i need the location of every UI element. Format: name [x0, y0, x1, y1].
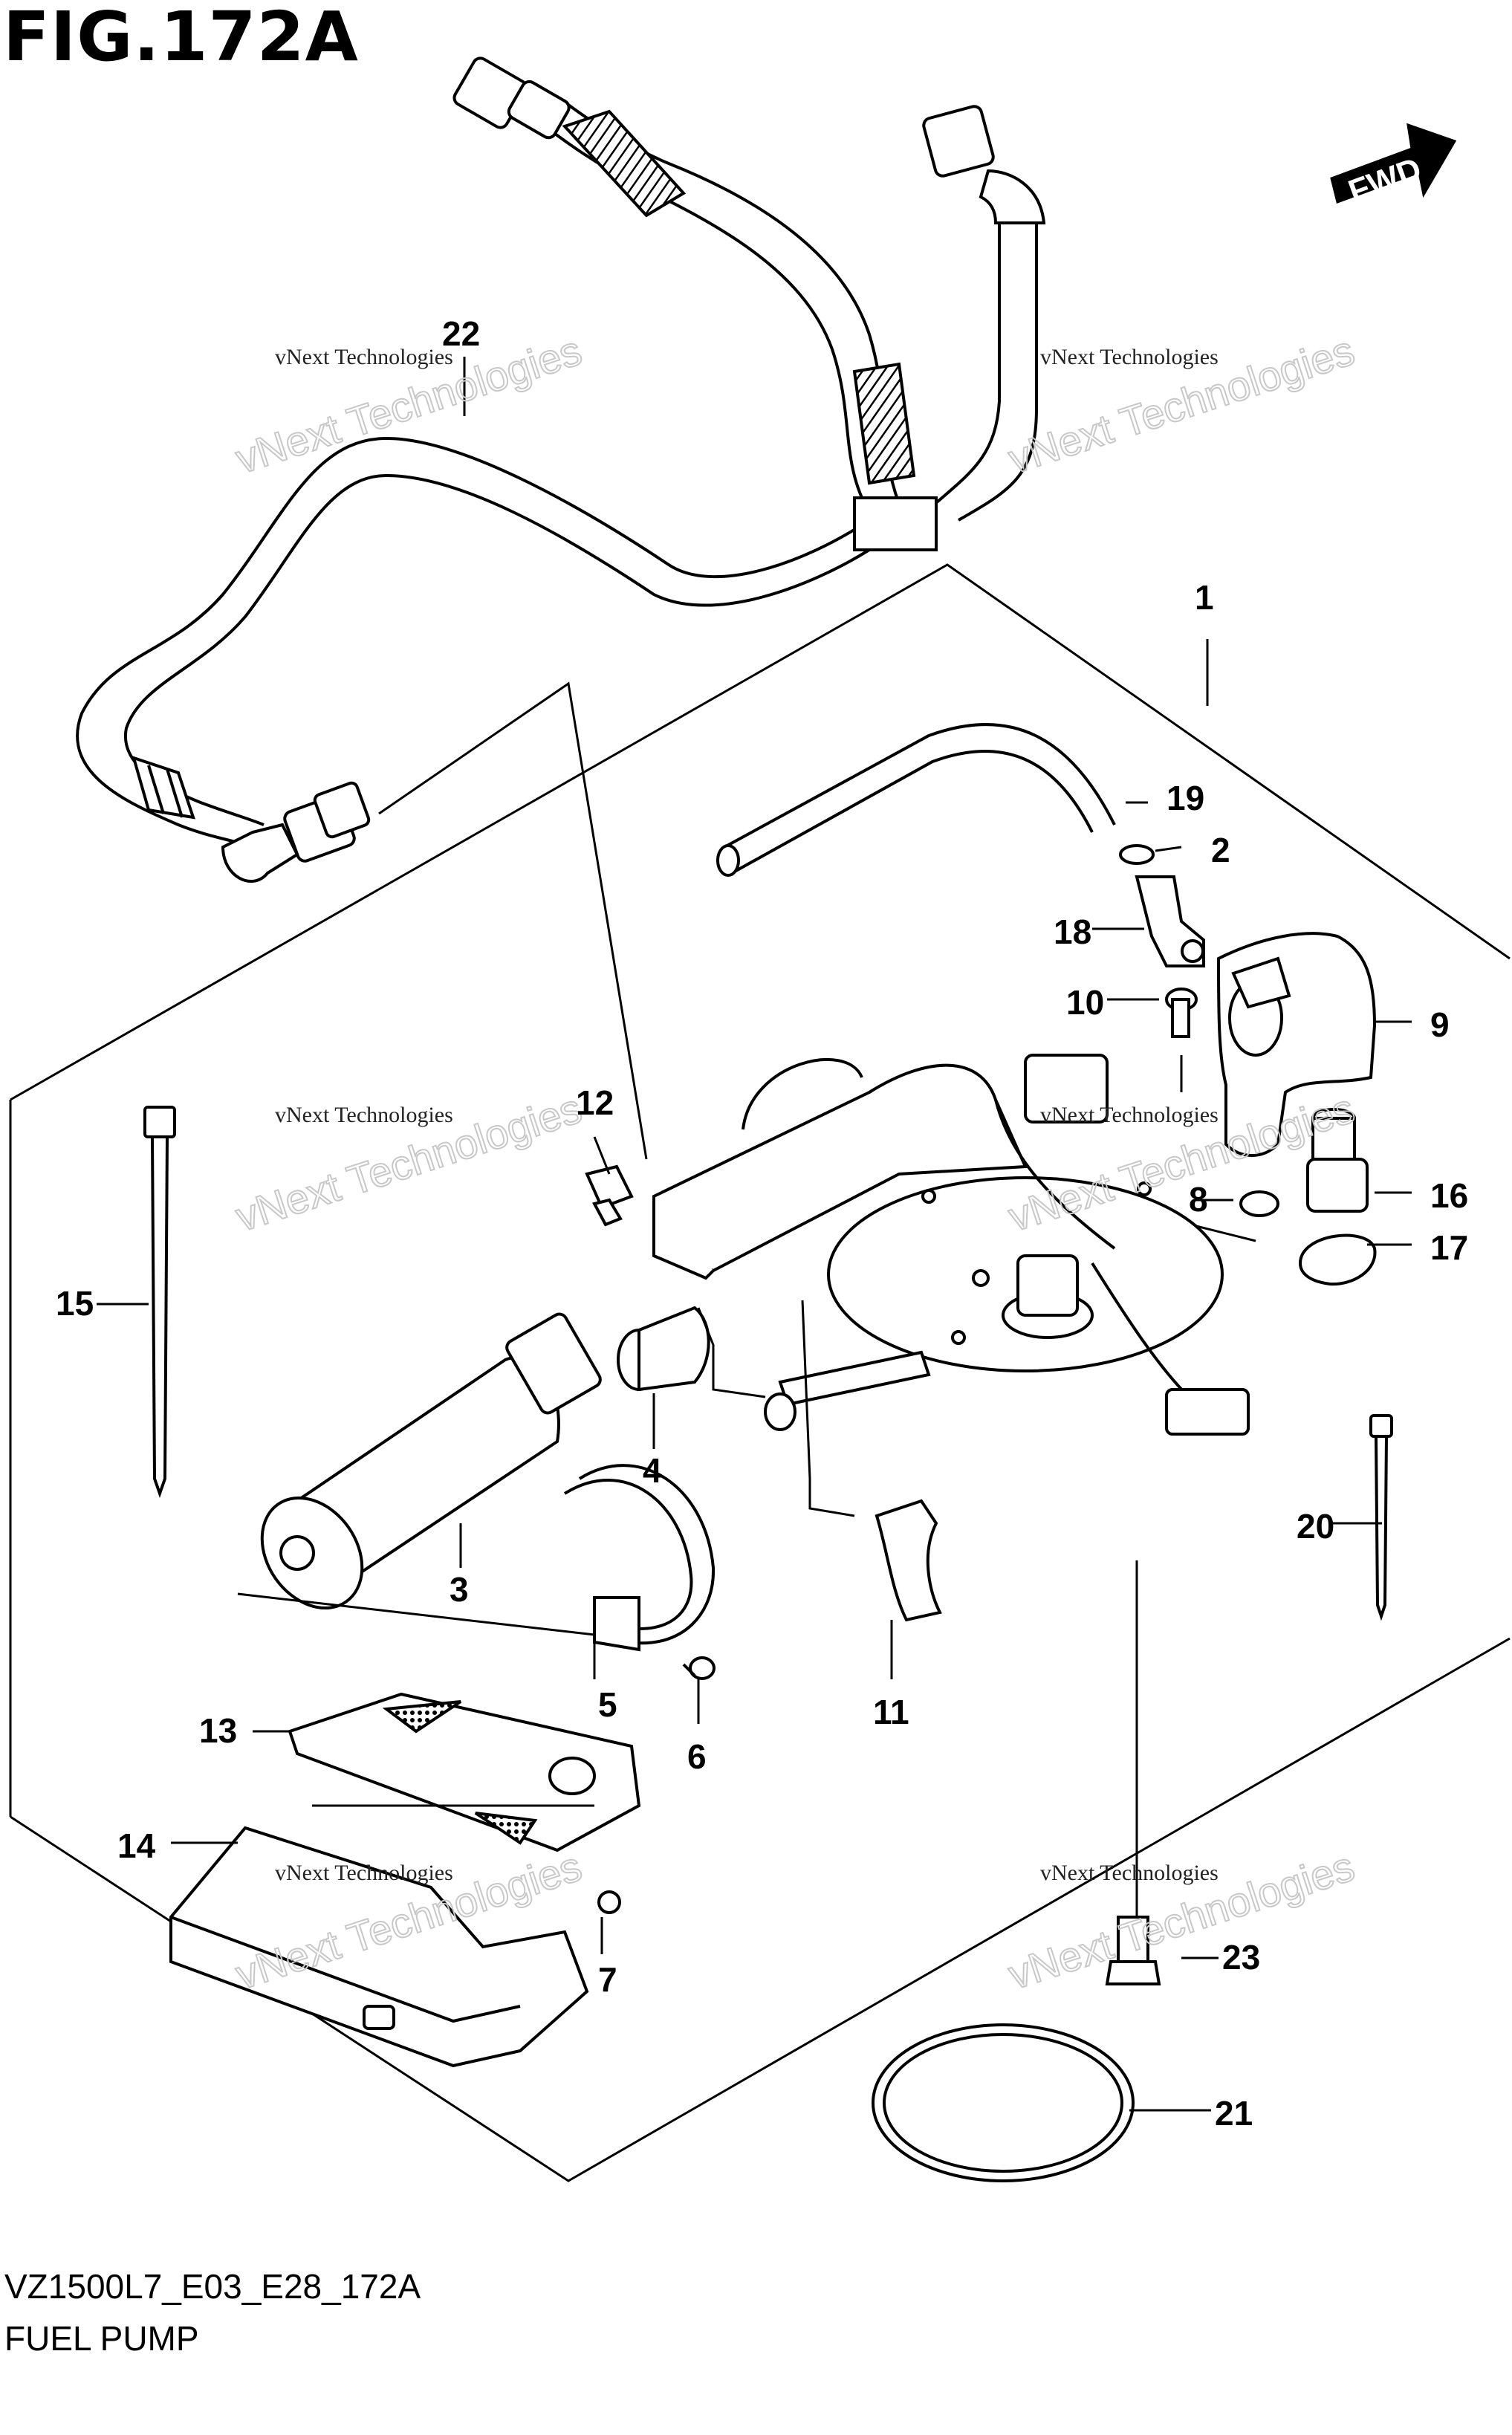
svg-text:vNext Technologies: vNext Technologies — [1040, 1103, 1219, 1127]
part-5-band — [563, 1464, 716, 1652]
callout-6: 6 — [687, 1737, 707, 1776]
svg-text:vNext Technologies: vNext Technologies — [1040, 345, 1219, 369]
figure-code: VZ1500L7_E03_E28_172A — [4, 2267, 421, 2306]
part-8-o-ring — [1239, 1190, 1279, 1217]
callout-21: 21 — [1215, 2094, 1253, 2133]
svg-text:vNext Technologies: vNext Technologies — [1040, 1861, 1219, 1885]
part-9-cover — [1216, 932, 1377, 1157]
callout-23: 23 — [1222, 1938, 1260, 1977]
part-15-cable-tie — [143, 1106, 176, 1499]
part-10-bolt — [1165, 988, 1198, 1038]
callout-9: 9 — [1430, 1005, 1450, 1044]
callout-12: 12 — [576, 1083, 614, 1122]
callout-10: 10 — [1066, 983, 1104, 1022]
watermark-mid-left: vNext Technologies vNext Technologies — [230, 1083, 588, 1241]
part-16-regulator — [1306, 1108, 1369, 1213]
part-21-gasket-ring — [872, 2023, 1135, 2182]
part-19-hose — [716, 723, 1116, 877]
callout-19: 19 — [1167, 779, 1204, 817]
part-17-clip — [1298, 1233, 1377, 1286]
callout-15: 15 — [56, 1284, 94, 1323]
figure-title: FIG.172A — [3, 0, 359, 77]
svg-text:vNext Technologies: vNext Technologies — [275, 1103, 453, 1127]
watermark-top-left: vNext Technologies vNext Technologies — [230, 325, 588, 483]
callout-14: 14 — [117, 1826, 156, 1865]
part-22-fuel-hose — [76, 56, 1046, 883]
callout-8: 8 — [1189, 1180, 1208, 1219]
callouts: 1 2 3 4 5 6 7 8 9 10 11 12 13 14 15 16 1… — [56, 314, 1468, 2133]
part-23-bolt — [1105, 1916, 1161, 1985]
part-12-connector — [585, 1164, 634, 1227]
callout-22: 22 — [442, 314, 480, 353]
hose-connector-top-right — [922, 105, 1046, 224]
part-7-washer — [597, 1890, 621, 1914]
callout-3: 3 — [450, 1570, 469, 1609]
part-11-retainer — [875, 1499, 942, 1622]
hose-connector-top-left — [452, 56, 571, 140]
callout-17: 17 — [1430, 1228, 1468, 1267]
watermark-top-right: vNext Technologies vNext Technologies — [1002, 325, 1360, 483]
fwd-arrow-icon: FWD — [1330, 123, 1457, 210]
watermark-bottom-right: vNext Technologies vNext Technologies — [1002, 1841, 1360, 1999]
callout-16: 16 — [1430, 1176, 1468, 1215]
callout-20: 20 — [1297, 1507, 1334, 1546]
callout-5: 5 — [598, 1685, 617, 1724]
part-20-cable-tie — [1369, 1414, 1393, 1621]
part-4-filter — [617, 1306, 710, 1392]
figure-name: FUEL PUMP — [4, 2319, 199, 2358]
leader-lines — [97, 357, 1412, 2112]
callout-2: 2 — [1211, 831, 1230, 869]
callout-13: 13 — [199, 1711, 237, 1750]
part-14-tray — [169, 1826, 589, 2068]
pump-flange-assembly — [652, 1054, 1250, 1436]
callout-1: 1 — [1195, 578, 1214, 617]
part-13-pad — [288, 1692, 641, 1852]
part-2-clip — [1119, 844, 1155, 865]
callout-7: 7 — [598, 1960, 617, 1999]
part-18-fitting — [1135, 875, 1205, 967]
hose-connector-left — [221, 781, 371, 883]
callout-18: 18 — [1054, 912, 1091, 951]
part-3-pump — [260, 1312, 602, 1610]
svg-text:vNext Technologies: vNext Technologies — [275, 1861, 453, 1885]
callout-4: 4 — [643, 1451, 662, 1490]
svg-text:vNext Technologies: vNext Technologies — [275, 345, 453, 369]
part-6-screw — [682, 1656, 716, 1680]
callout-11: 11 — [873, 1693, 909, 1731]
